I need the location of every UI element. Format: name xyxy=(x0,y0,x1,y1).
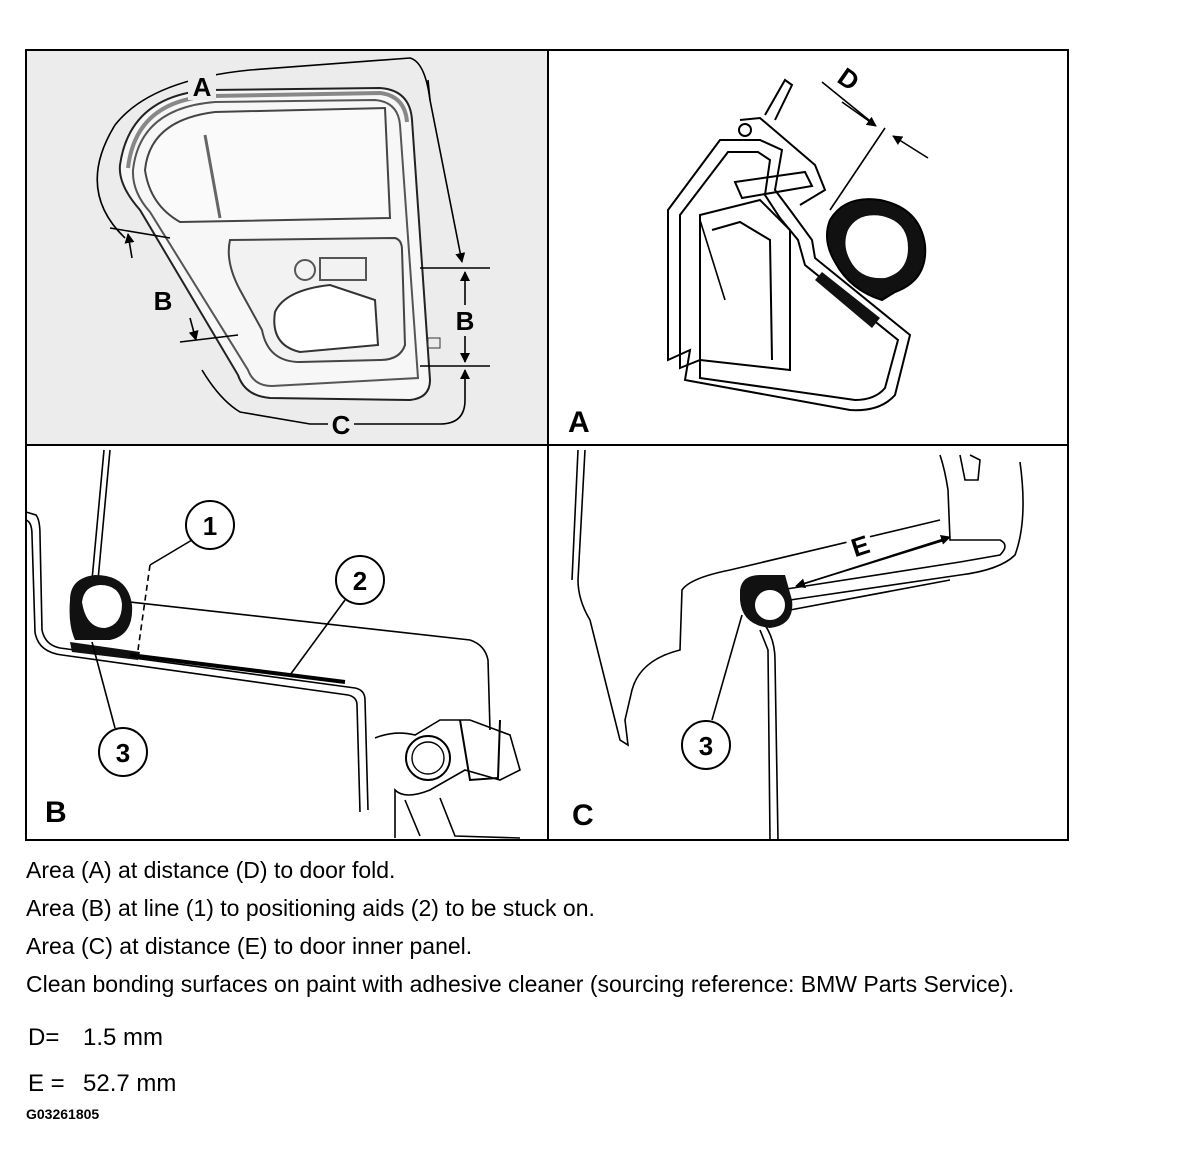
caption-line-1: Area (A) at distance (D) to door fold. xyxy=(26,857,396,883)
caption-line-4: Clean bonding surfaces on paint with adh… xyxy=(26,971,1015,997)
dimension-b-right-label: B xyxy=(456,306,475,336)
dimension-b-left-label: B xyxy=(154,286,173,316)
detail-a-panel: D A xyxy=(547,49,1069,446)
spec-d: D= 1.5 mm xyxy=(28,1024,163,1052)
figure-code: G03261805 xyxy=(26,1106,100,1122)
callout-1: 1 xyxy=(203,511,217,541)
callout-3-b: 3 xyxy=(116,738,130,768)
detail-b-panel: 1 2 3 B xyxy=(25,444,549,841)
detail-c-label: C xyxy=(572,799,594,832)
spec-e-value: 52.7 mm xyxy=(83,1070,177,1097)
caption-line-3: Area (C) at distance (E) to door inner p… xyxy=(26,933,473,959)
detail-c-panel: E 3 C xyxy=(547,444,1069,841)
spec-e-key: E = xyxy=(28,1070,65,1097)
callout-3-c: 3 xyxy=(699,731,713,761)
callout-2: 2 xyxy=(353,566,367,596)
illustration: A B B C xyxy=(25,49,1069,841)
dimension-a-label: A xyxy=(193,72,212,102)
spec-d-key: D= xyxy=(28,1024,60,1051)
door-overview-panel: A B B C xyxy=(25,49,549,446)
spec-e: E = 52.7 mm xyxy=(28,1070,176,1098)
spec-d-value: 1.5 mm xyxy=(83,1024,164,1051)
detail-b-label: B xyxy=(45,796,67,829)
detail-a-label: A xyxy=(568,406,590,439)
dimension-c-label: C xyxy=(332,410,351,440)
caption-line-2: Area (B) at line (1) to positioning aids… xyxy=(26,895,595,921)
